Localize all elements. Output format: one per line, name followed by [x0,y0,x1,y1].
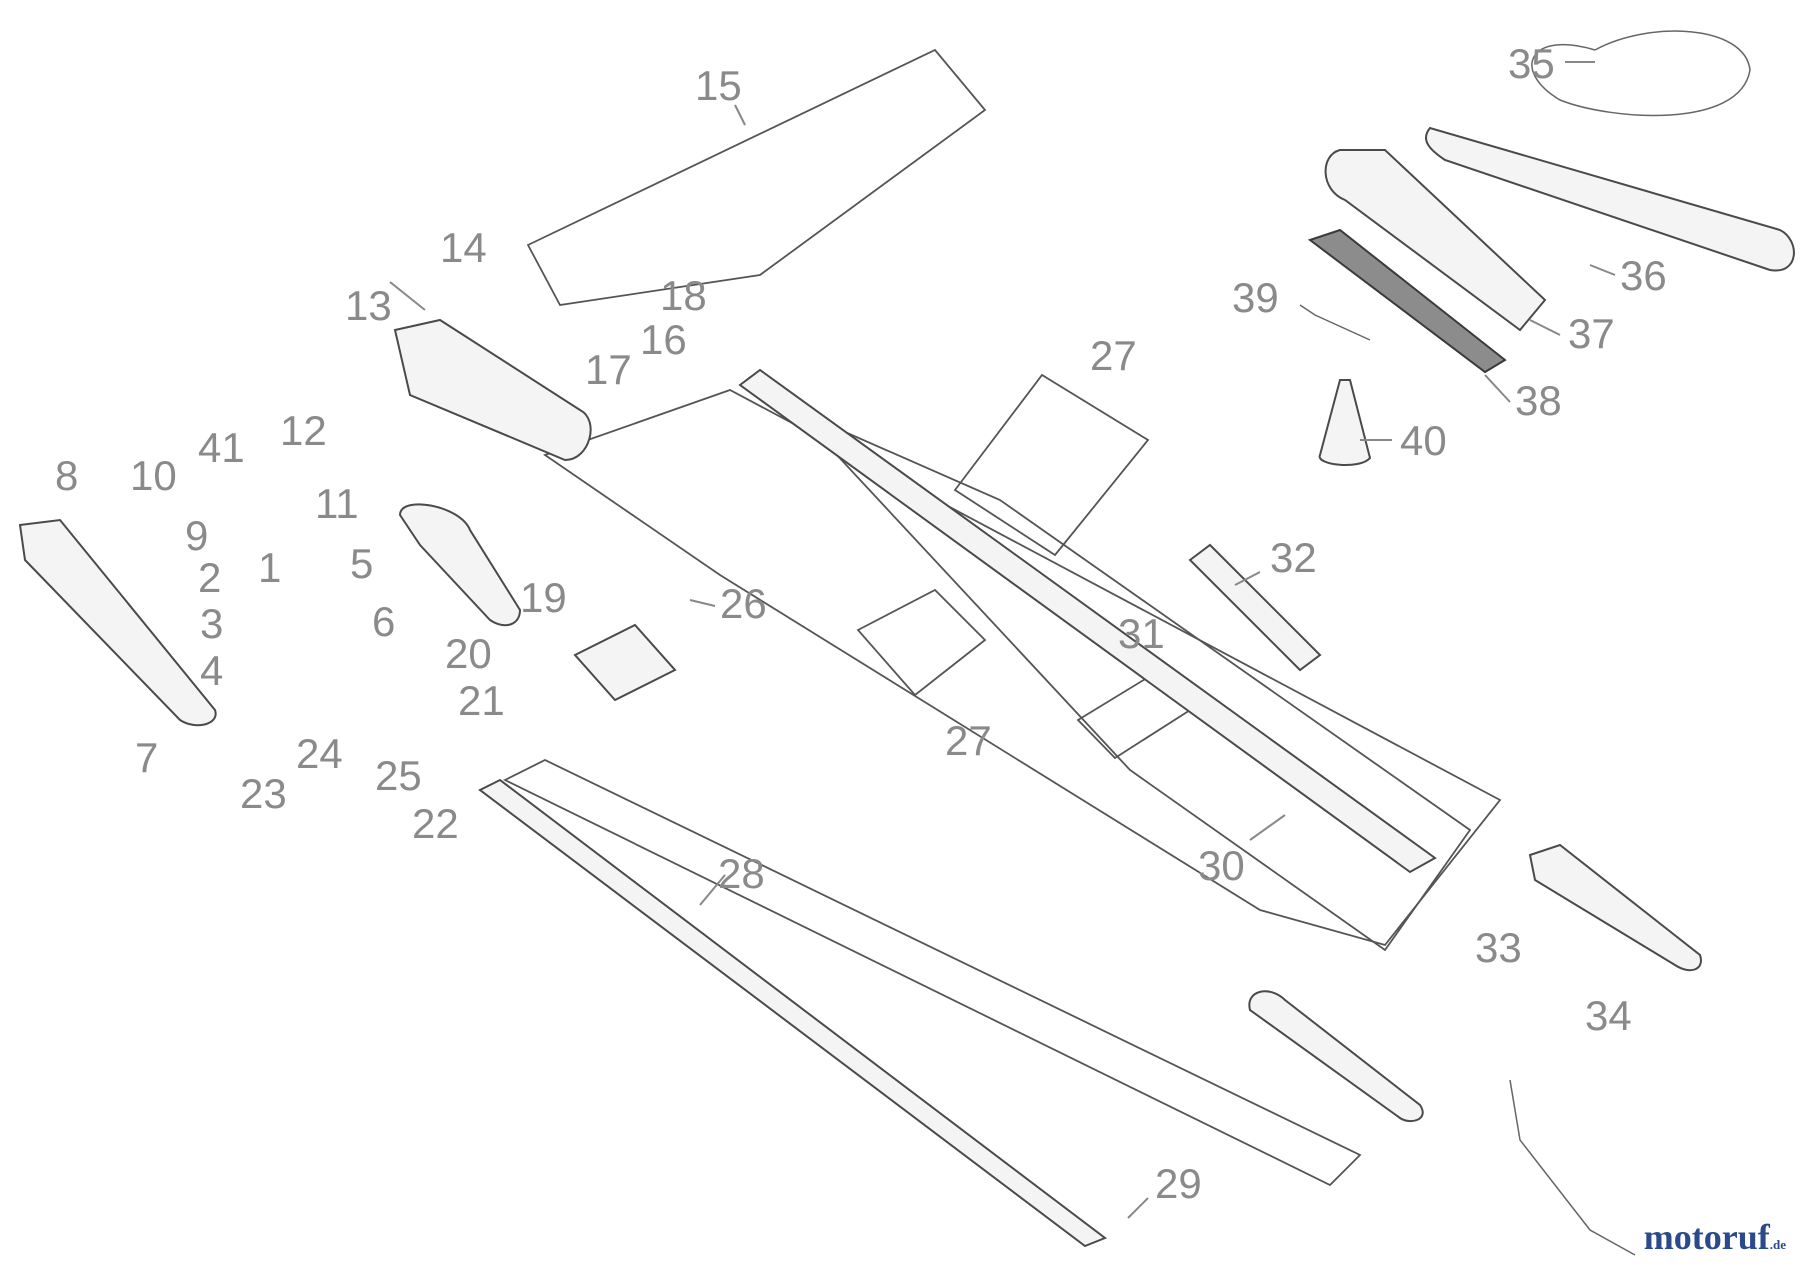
callout-35: 35 [1508,40,1555,87]
callout-24: 24 [296,730,343,777]
callout-27b: 27 [945,717,992,764]
callout-36: 36 [1620,252,1667,299]
callout-15: 15 [695,62,742,109]
rear-handle [18,518,217,727]
panel-drive-shaft [543,389,1502,947]
panel-bracket-27-bottom [856,588,987,697]
callout-13: 13 [345,282,392,329]
panel-gear-cover [526,48,987,306]
oil-reservoir-cable [1531,30,1751,117]
leader-32 [1234,571,1261,586]
callout-18: 18 [660,272,707,319]
callout-32: 32 [1270,534,1317,581]
callout-14: 14 [440,224,487,271]
callout-31: 31 [1118,610,1165,657]
leader-15 [734,104,746,126]
leader-37 [1529,319,1561,336]
callout-22: 22 [412,800,459,847]
callout-40: 40 [1400,417,1447,464]
callout-38: 38 [1515,377,1562,424]
armature [398,503,522,627]
callout-37: 37 [1568,310,1615,357]
leader-30 [1249,814,1286,841]
callout-6: 6 [372,598,395,645]
extension-sleeve [1188,543,1322,672]
panel-bracket-27-top [953,373,1150,557]
panel-outer-tube [794,409,1472,952]
callout-41: 41 [198,424,245,471]
lower-shaft [478,778,1108,1248]
gear-housing [393,318,592,462]
callout-1: 1 [258,544,281,591]
callout-21: 21 [458,677,505,724]
callout-27a: 27 [1090,332,1137,379]
callout-26: 26 [720,580,767,627]
leader-36 [1589,264,1616,276]
leader-28 [699,874,726,906]
motoruf-logo: motoruf.de [1644,1216,1786,1258]
oil-bottle [1318,379,1372,466]
callout-20: 20 [445,630,492,677]
callout-5: 5 [350,540,373,587]
callout-16: 16 [640,316,687,363]
callout-7: 7 [135,734,158,781]
allen-key [1299,304,1371,341]
leader-13 [389,281,426,311]
leader-38 [1484,374,1511,403]
callout-29: 29 [1155,1160,1202,1207]
callout-2: 2 [198,554,221,601]
leader-29 [1127,1197,1149,1219]
callout-23: 23 [240,770,287,817]
callout-33: 33 [1475,924,1522,971]
callout-17: 17 [585,346,632,393]
callout-3: 3 [200,600,223,647]
logo-text: motoruf [1643,1217,1770,1257]
power-cord [1509,1079,1636,1256]
callout-12: 12 [280,407,327,454]
callout-28: 28 [718,850,765,897]
callout-34: 34 [1585,992,1632,1039]
callout-11: 11 [315,480,359,527]
guide-bar [1425,126,1795,272]
callout-25: 25 [375,752,422,799]
callout-8: 8 [55,452,78,499]
callout-10: 10 [130,452,177,499]
bar-scabbard [1324,149,1547,332]
saw-chain [1307,228,1507,374]
switch-housing [1528,843,1702,972]
callout-4: 4 [200,647,223,694]
callout-39: 39 [1232,274,1279,321]
front-handle [1248,990,1424,1123]
callout-19: 19 [520,574,567,621]
logo-suffix: .de [1769,1237,1786,1252]
motor-stator [573,623,677,702]
leader-26 [689,599,716,607]
callout-9: 9 [185,512,208,559]
callout-30: 30 [1198,842,1245,889]
panel-lower-tube [502,758,1362,1187]
drive-shaft [738,368,1437,874]
